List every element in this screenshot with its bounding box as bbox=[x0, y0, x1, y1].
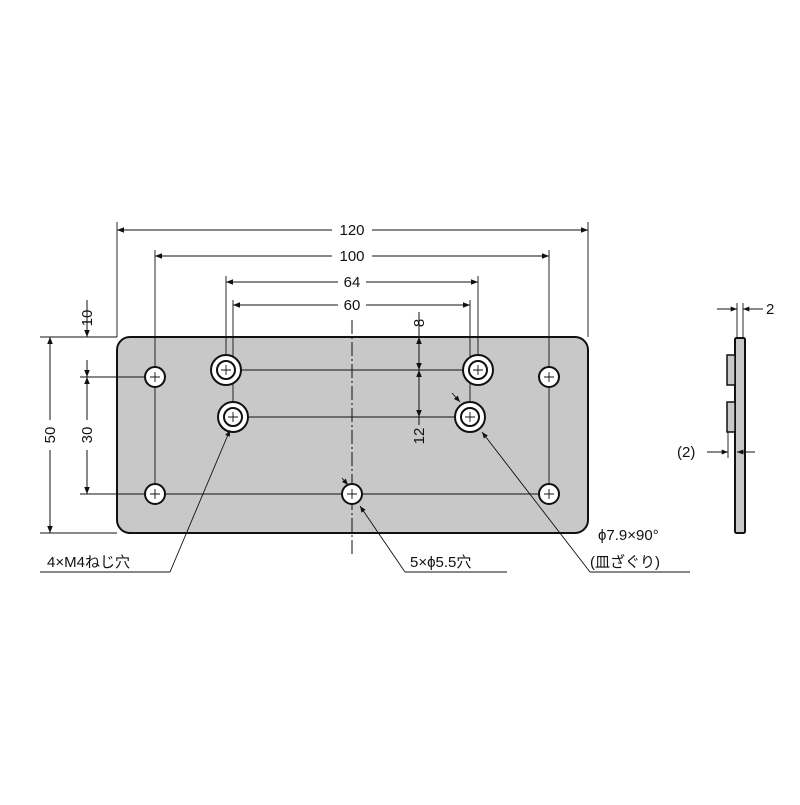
hole-crosshairs bbox=[150, 365, 554, 499]
leader-lines bbox=[40, 392, 690, 573]
dim-boss-height: (2) bbox=[677, 444, 695, 461]
dim-8: 8 bbox=[411, 319, 428, 327]
dim-12: 12 bbox=[411, 428, 428, 445]
dim-64: 64 bbox=[344, 274, 361, 291]
dim-100: 100 bbox=[339, 248, 364, 265]
countersunk-holes bbox=[210, 354, 494, 433]
horizontal-dimensions bbox=[117, 227, 588, 308]
callout-through-holes: 5×ϕ5.5穴 bbox=[410, 554, 471, 571]
callout-countersink-type: (皿ざぐり) bbox=[590, 553, 660, 571]
dim-120: 120 bbox=[339, 222, 364, 239]
dim-10: 10 bbox=[79, 310, 96, 327]
side-view bbox=[707, 303, 763, 534]
dim-60: 60 bbox=[344, 297, 361, 314]
vertical-dimensions-left bbox=[47, 300, 90, 533]
vertical-dimensions-center bbox=[410, 312, 430, 425]
dim-50: 50 bbox=[42, 427, 59, 444]
dim-thickness: 2 bbox=[766, 301, 774, 318]
callout-countersink-size: ϕ7.9×90° bbox=[598, 527, 659, 544]
dim-30: 30 bbox=[79, 427, 96, 444]
callout-screw-holes: 4×M4ねじ穴 bbox=[47, 554, 130, 571]
